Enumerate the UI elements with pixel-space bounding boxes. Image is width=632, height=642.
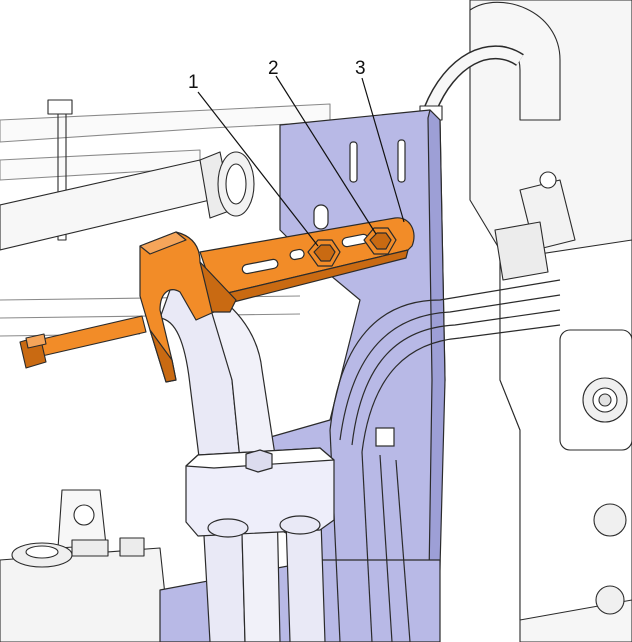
callout-1: 1 xyxy=(188,72,199,93)
leader-2 xyxy=(275,75,377,235)
nut-2 xyxy=(363,227,397,255)
callout-labels: 1 2 3 xyxy=(188,58,366,93)
callout-3: 3 xyxy=(355,58,366,79)
hex-nut-icon xyxy=(307,227,397,267)
clamp-bracket-icon xyxy=(139,217,415,383)
callout-2: 2 xyxy=(268,58,279,79)
leader-1 xyxy=(197,91,319,247)
leader-3 xyxy=(361,77,405,223)
nut-1 xyxy=(307,239,341,267)
bolt-icon xyxy=(19,315,147,369)
callout-leaders xyxy=(197,75,405,247)
hose-clamp-block xyxy=(185,447,335,538)
